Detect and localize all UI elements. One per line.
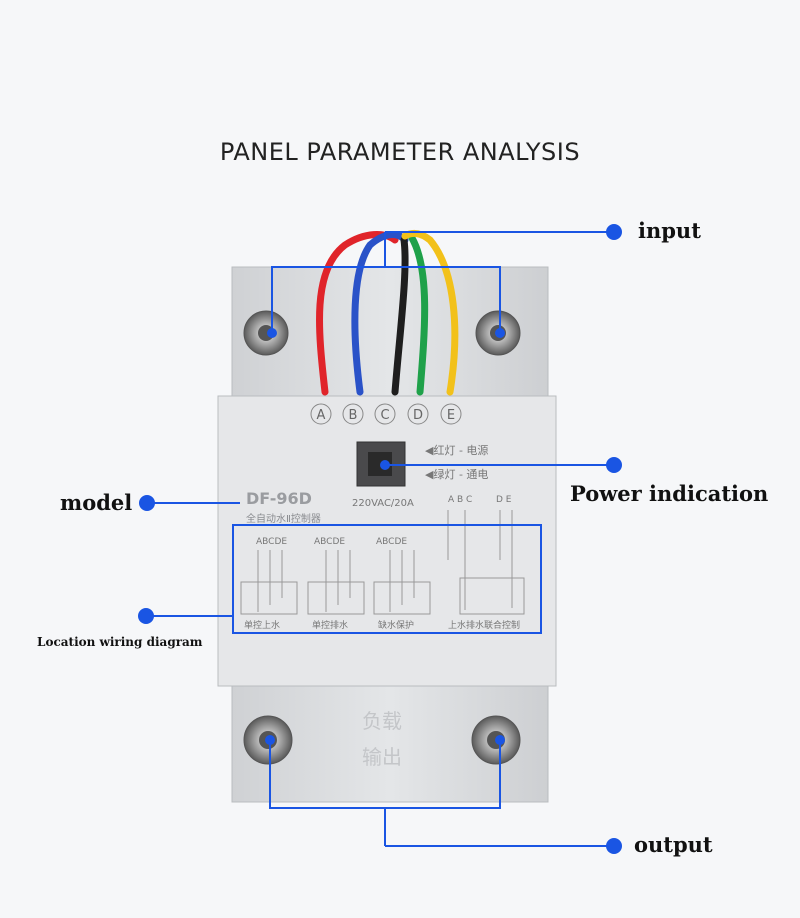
abc-label: A B C [448, 495, 472, 505]
de-label: D E [496, 495, 512, 505]
output-label: output [634, 832, 713, 857]
led-red-label: ◀红灯 - 电源 [425, 443, 488, 457]
page-title: PANEL PARAMETER ANALYSIS [219, 138, 581, 166]
rating-text: 220VAC/20A [352, 498, 414, 509]
screw-dot-icon [267, 328, 277, 338]
model-subtitle: 全自动水Ⅱ控制器 [246, 512, 321, 525]
diagram-label-3: 缺水保护 [378, 619, 414, 631]
output-text-2: 输出 [362, 745, 402, 769]
diagram-label-4: 上水排水联合控制 [448, 619, 520, 631]
model-text: DF-96D [246, 489, 312, 508]
wiring-dot-icon [138, 608, 154, 624]
terminal-e: E [447, 408, 455, 423]
screw-dot-icon [265, 735, 275, 745]
led-green-label: ◀绿灯 - 通电 [425, 467, 488, 481]
model-label: model [60, 490, 133, 515]
power-dot-icon [606, 457, 622, 473]
screw-icon [243, 310, 289, 356]
terminal-labels: A B C D E [310, 403, 462, 425]
output-dot-icon [606, 838, 622, 854]
annotation-lines [146, 231, 612, 847]
diagram-label-1: 单控上水 [244, 619, 280, 631]
input-dot-icon [606, 224, 622, 240]
wiring-diagram: ABCDE ABCDE ABCDE 单控上水 单控排水 缺水保护 上水排水联合控… [240, 510, 525, 631]
diagram-head-1: ABCDE [256, 537, 287, 547]
annotation-dots [138, 224, 622, 854]
diagram-head-3: ABCDE [376, 537, 407, 547]
terminal-d: D [413, 408, 423, 423]
terminal-a: A [317, 408, 326, 423]
terminal-b: B [349, 408, 358, 423]
diagram-label-2: 单控排水 [312, 619, 348, 631]
wiring-diagram-label: Location wiring diagram [37, 635, 203, 649]
input-label: input [638, 218, 701, 243]
screw-dot-icon [495, 328, 505, 338]
power-indication-label: Power indication [570, 481, 769, 506]
model-dot-icon [139, 495, 155, 511]
input-wires [316, 229, 459, 396]
led-dot-icon [380, 460, 390, 470]
output-text-1: 负载 [362, 709, 402, 733]
diagram-head-2: ABCDE [314, 537, 345, 547]
screw-dot-icon [495, 735, 505, 745]
terminal-c: C [380, 408, 389, 423]
